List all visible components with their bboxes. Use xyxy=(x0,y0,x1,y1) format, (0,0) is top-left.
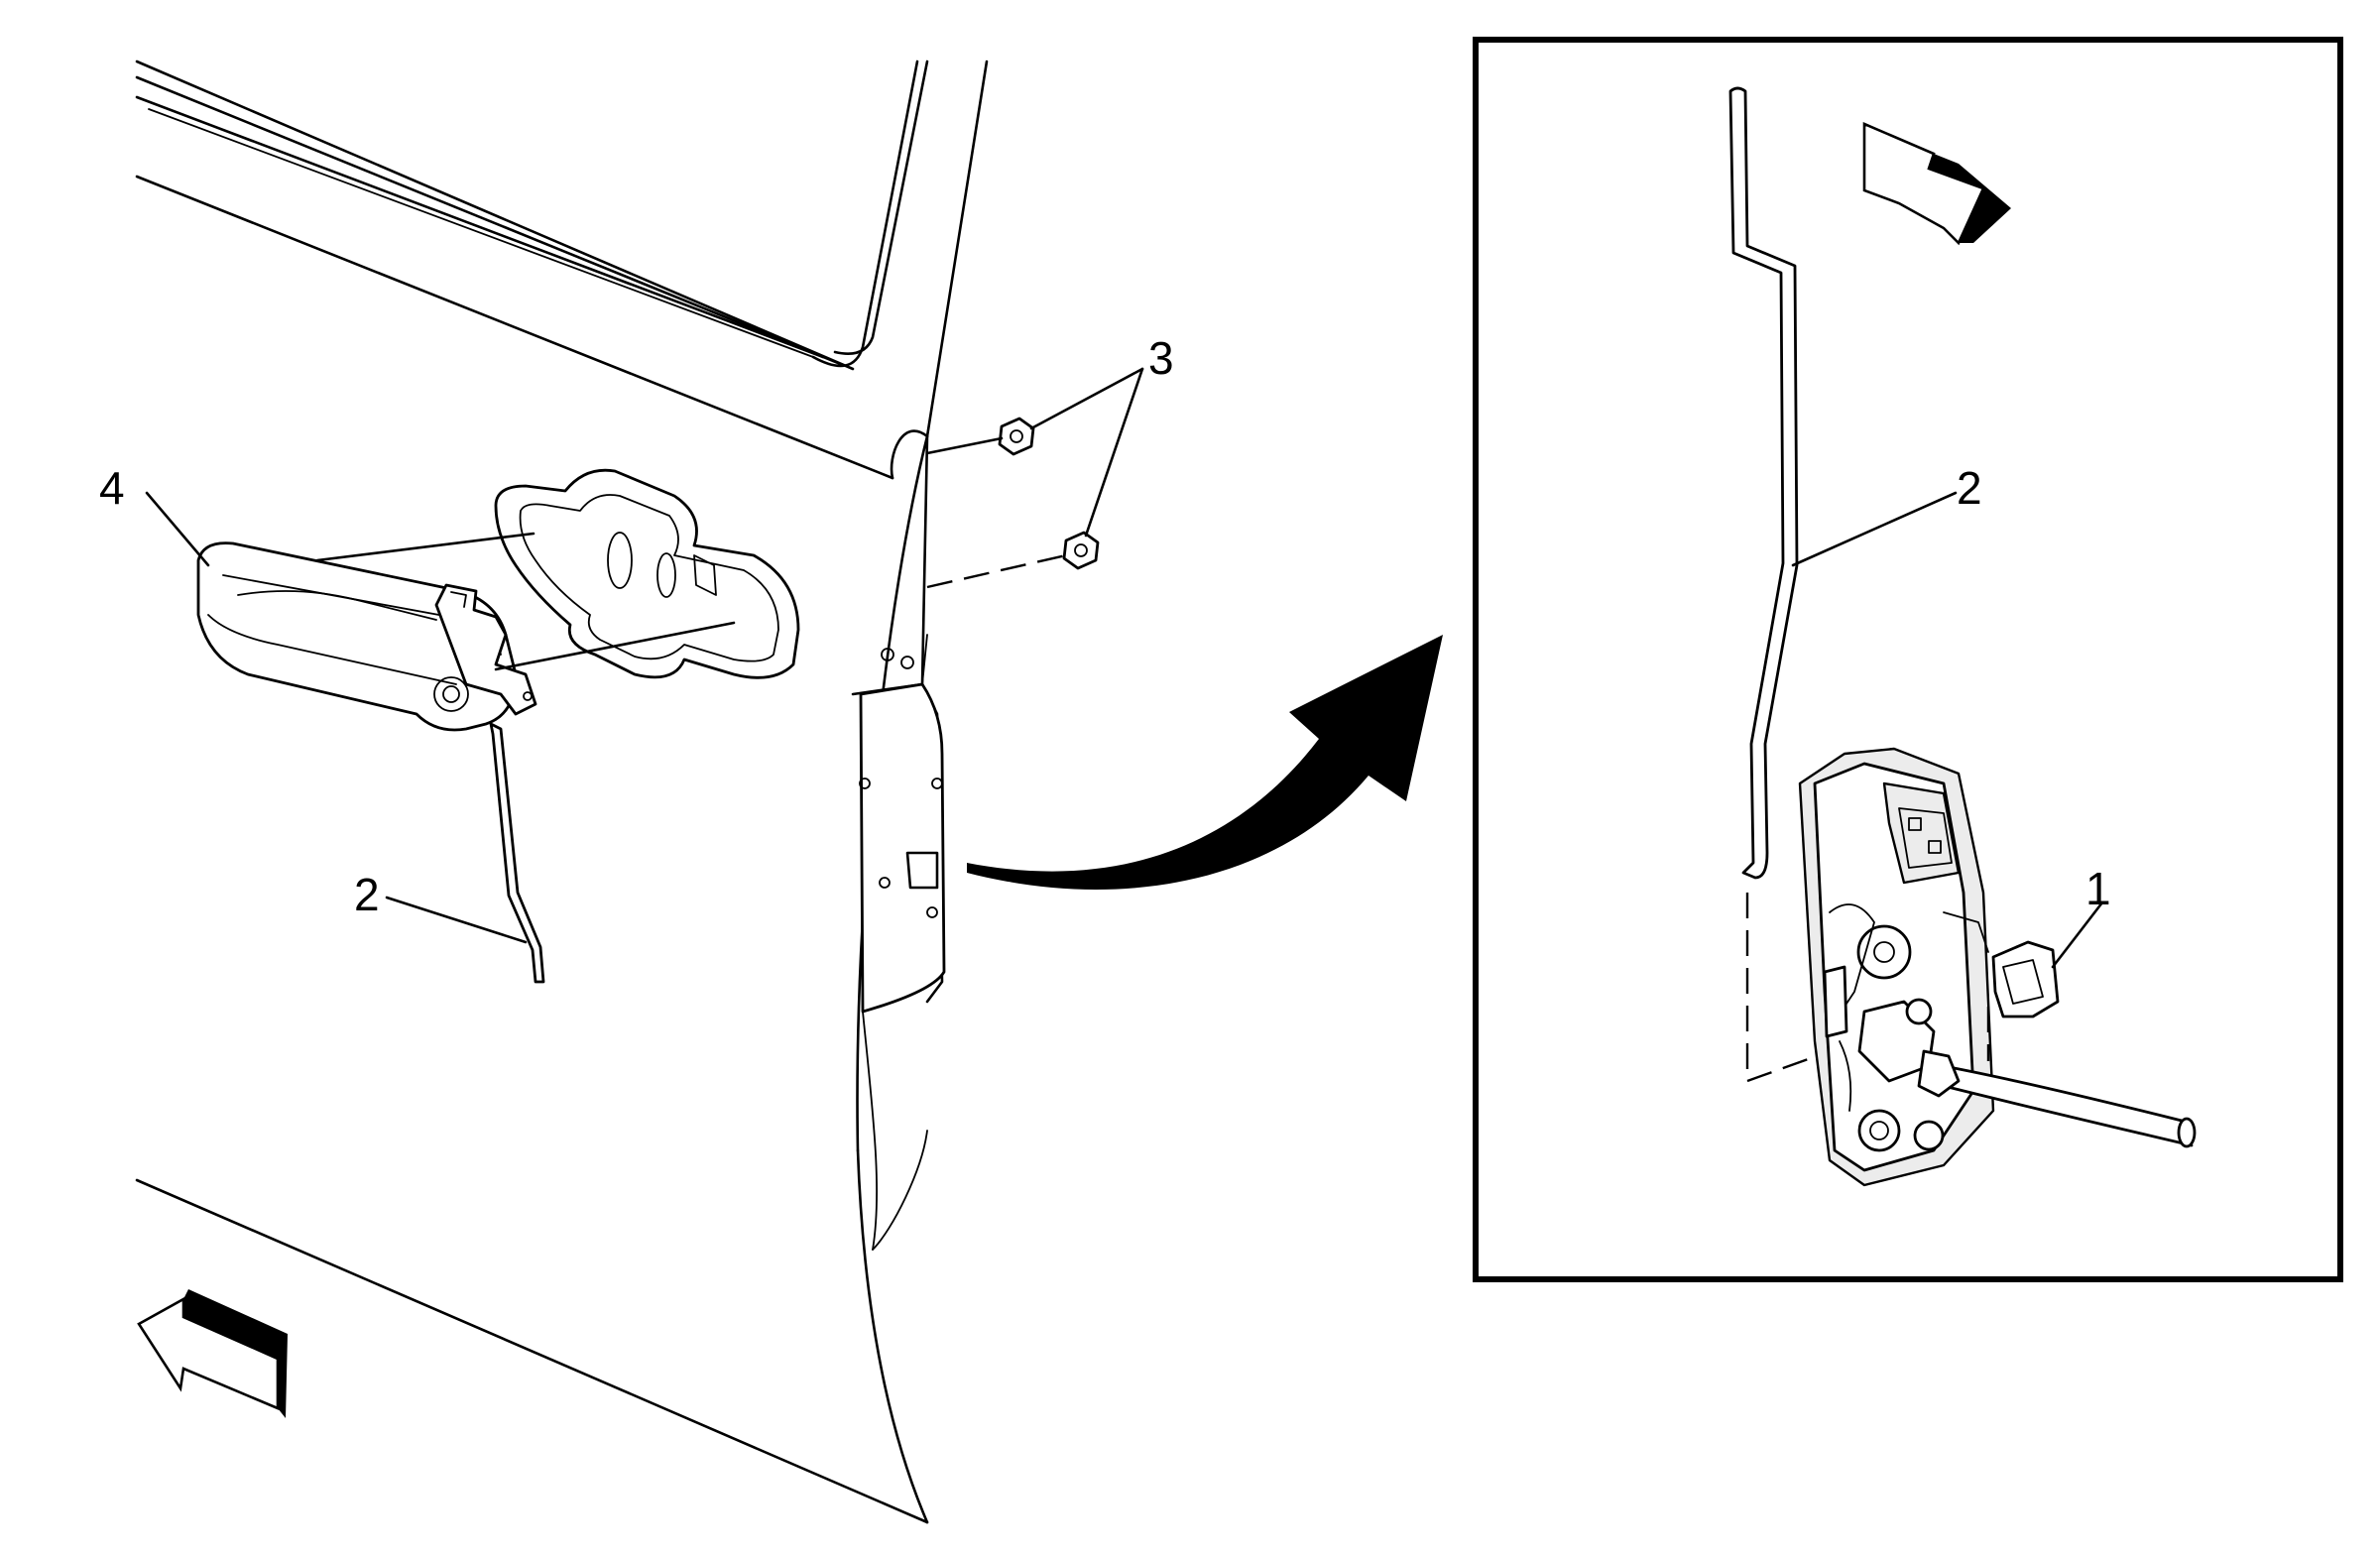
curved-detail-arrow-icon xyxy=(967,635,1443,890)
handle-leader-dash xyxy=(315,532,536,562)
outside-door-handle xyxy=(196,541,537,732)
retainer-nuts xyxy=(925,417,1100,589)
door-panel xyxy=(135,60,989,1524)
latch-cable xyxy=(1917,1049,2197,1148)
handle-pocket xyxy=(494,468,800,679)
callout-1: 1 xyxy=(2085,863,2111,914)
vehicle-forward-arrow-icon xyxy=(137,1289,288,1418)
callout-3: 3 xyxy=(1148,332,1174,384)
direction-arrow-icon xyxy=(1862,122,2011,246)
callout-leaders xyxy=(145,367,2104,969)
lock-rod-left xyxy=(489,722,545,984)
lock-rod-inset xyxy=(1728,86,1799,880)
callout-2-left: 2 xyxy=(354,869,380,920)
bracket-leader xyxy=(494,621,736,671)
door-latch-assembly xyxy=(1798,747,1995,1187)
callout-4: 4 xyxy=(99,462,125,514)
callout-2-inset: 2 xyxy=(1957,462,1982,514)
rod-clip xyxy=(1986,940,2060,1061)
